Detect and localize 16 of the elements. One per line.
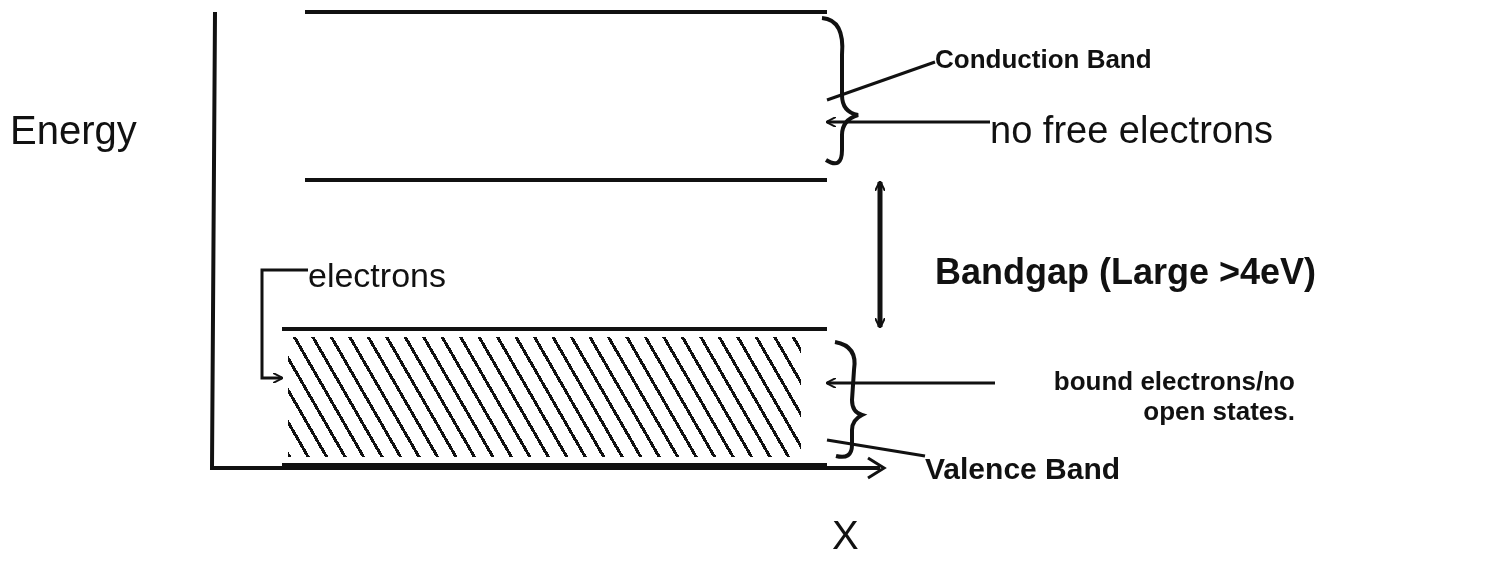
leader-line — [826, 438, 926, 458]
annotation-text: bound electrons/no open states. — [995, 366, 1295, 426]
axis-label: Energy — [10, 107, 137, 154]
axis-label: X — [832, 512, 859, 559]
edge-label: Bandgap (Large >4eV) — [935, 250, 1317, 294]
annotation-text: Conduction Band — [935, 40, 1235, 79]
annotation-text: electrons — [308, 250, 508, 301]
empty-energy-band — [305, 10, 827, 182]
annotation-text: Valence Band — [925, 446, 1185, 491]
arrow — [825, 116, 990, 128]
arrow — [874, 180, 886, 329]
annotation-text: no free electrons — [990, 102, 1390, 159]
leader-line — [826, 60, 936, 102]
arrow — [260, 268, 308, 384]
arrow — [825, 377, 995, 389]
filled-energy-band — [282, 327, 827, 467]
